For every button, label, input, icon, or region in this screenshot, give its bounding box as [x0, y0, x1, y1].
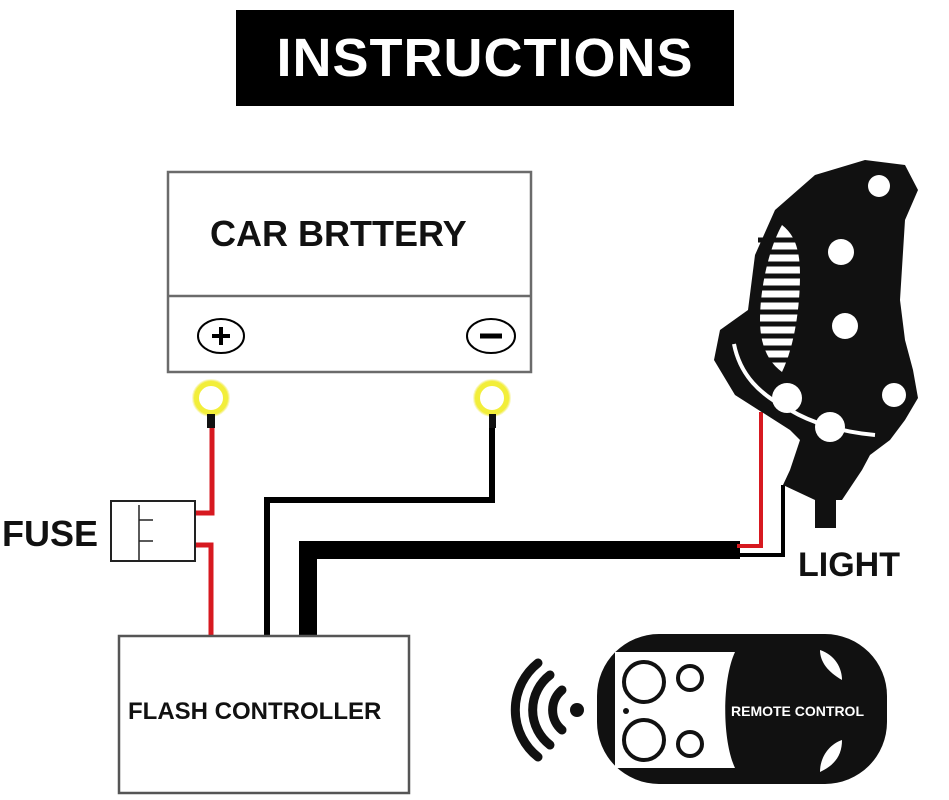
positive-ring-terminal-icon — [193, 380, 229, 416]
output-cable — [299, 541, 740, 636]
remote-control-icon — [597, 634, 887, 784]
light-negative-wire — [737, 485, 785, 557]
fuse-icon — [110, 500, 196, 562]
positive-wire — [195, 428, 215, 636]
car-battery — [166, 170, 533, 374]
positive-terminal-icon — [197, 318, 245, 354]
flash-controller-box — [117, 634, 411, 795]
wireless-signal-icon — [510, 658, 584, 762]
remote-label: REMOTE CONTROL — [731, 703, 864, 719]
negative-ring-terminal-icon — [474, 380, 510, 416]
fuse-label: FUSE — [2, 513, 99, 554]
negative-wire — [264, 428, 495, 636]
controller-label: FLASH CONTROLLER — [128, 698, 382, 725]
light-positive-wire — [737, 412, 763, 548]
light-label: LIGHT — [798, 546, 900, 584]
battery-label: CAR BRTTERY — [210, 213, 467, 254]
light-icon — [714, 160, 918, 528]
title-text: INSTRUCTIONS — [276, 28, 694, 88]
negative-terminal-icon — [466, 318, 516, 354]
title-banner: INSTRUCTIONS — [236, 10, 734, 106]
